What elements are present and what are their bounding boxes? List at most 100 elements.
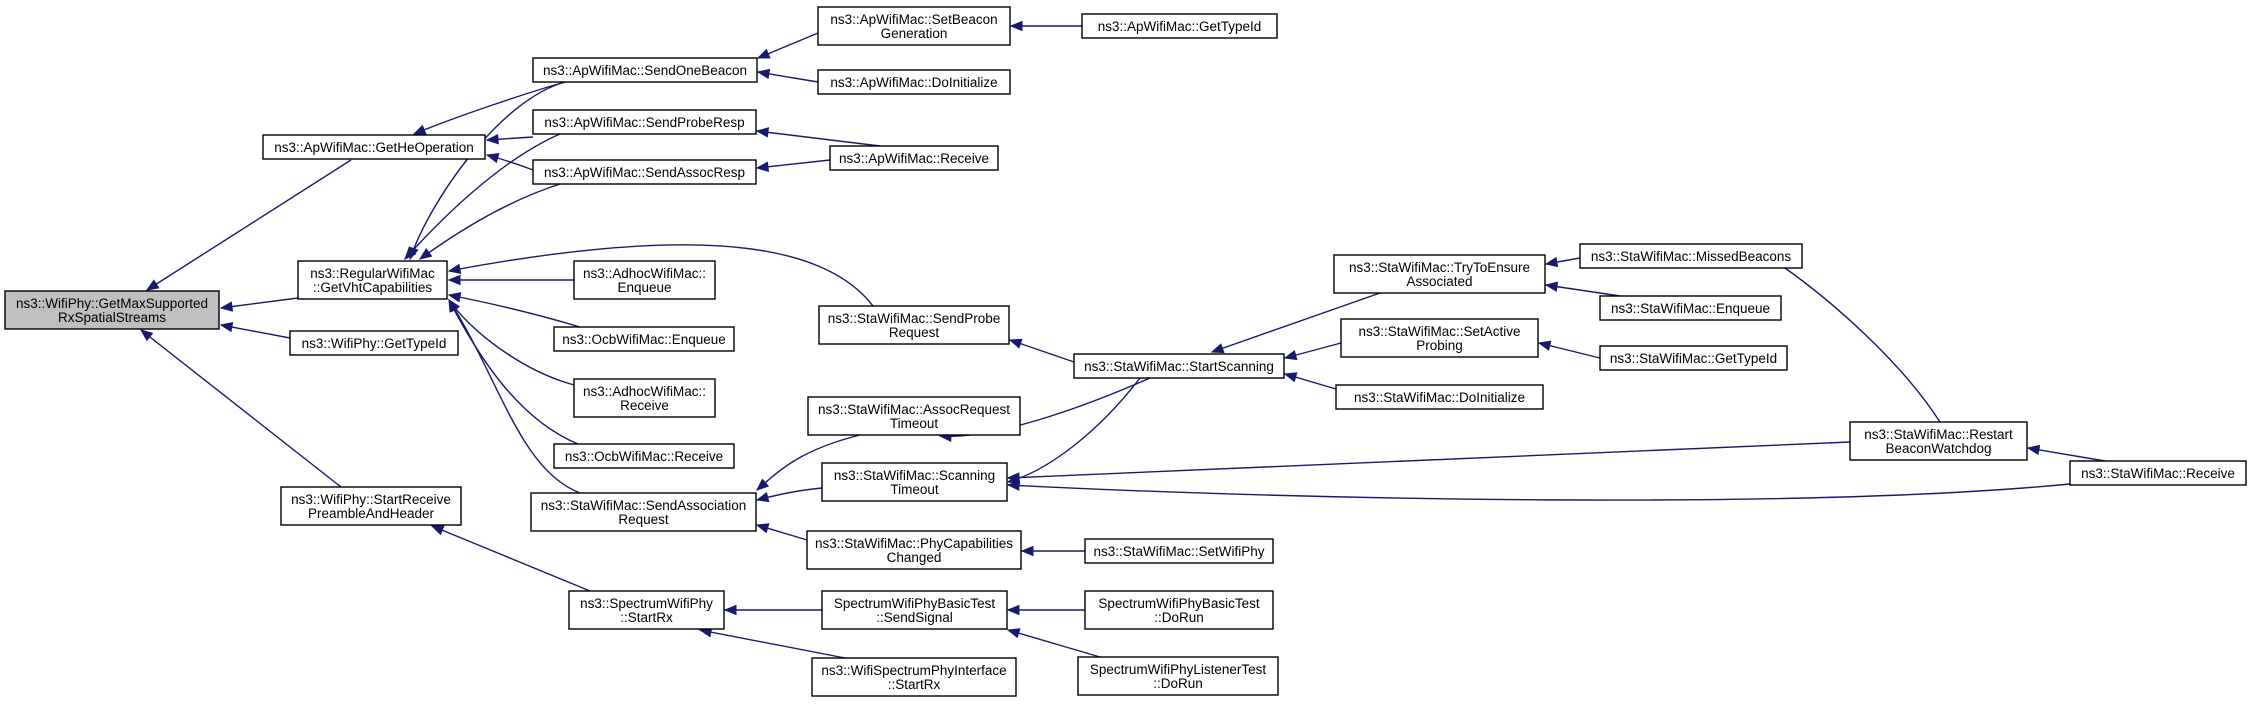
arrowhead-icon xyxy=(1006,472,1020,483)
node-box[interactable] xyxy=(1849,421,2028,461)
node-box[interactable] xyxy=(568,590,725,630)
edge-line xyxy=(448,299,579,445)
node-sta-setwifiphy[interactable]: ns3::StaWifiMac::SetWifiPhy xyxy=(1084,538,1274,564)
arrowhead-icon xyxy=(412,124,427,135)
edge-ap_sendonebeacon-to-ap_getheop xyxy=(412,81,566,135)
node-box[interactable] xyxy=(280,486,462,526)
arrowhead-icon xyxy=(1006,604,1020,616)
node-label: Changed xyxy=(887,550,942,565)
node-phy-startrx-pre[interactable]: ns3::WifiPhy::StartReceivePreambleAndHea… xyxy=(280,486,462,526)
node-box[interactable] xyxy=(1340,318,1539,358)
node-box[interactable] xyxy=(1599,295,1782,321)
node-adhoc-enqueue[interactable]: ns3::AdhocWifiMac::Enqueue xyxy=(573,260,716,300)
node-box[interactable] xyxy=(1084,590,1274,630)
node-spec-basictest-send[interactable]: SpectrumWifiPhyBasicTest::SendSignal xyxy=(821,590,1008,630)
node-label: SpectrumWifiPhyBasicTest xyxy=(834,596,996,611)
arrowhead-icon xyxy=(447,292,462,303)
node-sta-startscanning[interactable]: ns3::StaWifiMac::StartScanning xyxy=(1073,353,1285,379)
node-box[interactable] xyxy=(553,326,735,352)
node-box[interactable] xyxy=(553,443,735,469)
node-box[interactable] xyxy=(2069,460,2247,486)
node-box[interactable] xyxy=(289,330,459,356)
node-box[interactable] xyxy=(1081,13,1278,39)
node-box[interactable] xyxy=(532,109,757,135)
node-ap-receive[interactable]: ns3::ApWifiMac::Receive xyxy=(829,145,999,171)
node-wifispec-startrx[interactable]: ns3::WifiSpectrumPhyInterface::StartRx xyxy=(811,657,1017,697)
arrowhead-icon xyxy=(404,246,417,260)
node-label: ns3::StaWifiMac::Scanning xyxy=(834,468,995,483)
call-graph-nodes: ns3::WifiPhy::GetMaxSupportedRxSpatialSt… xyxy=(4,6,2247,697)
node-box[interactable] xyxy=(806,530,1022,570)
arrowhead-icon xyxy=(145,279,160,291)
node-label: ns3::ApWifiMac::SendAssocResp xyxy=(544,165,745,180)
node-box[interactable] xyxy=(1333,254,1546,294)
edge-spec_startrx-to-phy_startrx_pre xyxy=(430,525,591,592)
node-label: ns3::StaWifiMac::PhyCapabilities xyxy=(815,536,1013,551)
arrowhead-icon xyxy=(1283,372,1298,383)
node-sta-enqueue[interactable]: ns3::StaWifiMac::Enqueue xyxy=(1599,295,1782,321)
edge-line xyxy=(448,299,581,494)
node-box[interactable] xyxy=(532,159,757,185)
node-ap-gettypeid[interactable]: ns3::ApWifiMac::GetTypeId xyxy=(1081,13,1278,39)
node-box[interactable] xyxy=(1579,243,1803,269)
edge-line xyxy=(419,183,561,260)
node-box[interactable] xyxy=(1599,345,1788,371)
node-sta-doinit[interactable]: ns3::StaWifiMac::DoInitialize xyxy=(1335,384,1544,410)
node-box[interactable] xyxy=(573,378,716,418)
node-box[interactable] xyxy=(807,396,1021,436)
node-box[interactable] xyxy=(4,290,220,330)
node-box[interactable] xyxy=(1073,353,1285,379)
node-spec-listenertest-dorun[interactable]: SpectrumWifiPhyListenerTest::DoRun xyxy=(1077,656,1279,696)
node-ocb-receive[interactable]: ns3::OcbWifiMac::Receive xyxy=(553,443,735,469)
node-box[interactable] xyxy=(817,69,1011,95)
edge-line xyxy=(2027,447,2106,462)
node-box[interactable] xyxy=(818,305,1010,345)
edge-sta_setwifiphy-to-sta_phycapchanged xyxy=(1020,545,1085,557)
node-spec-startrx[interactable]: ns3::SpectrumWifiPhy::StartRx xyxy=(568,590,725,630)
node-ap-sendonebeacon[interactable]: ns3::ApWifiMac::SendOneBeacon xyxy=(532,57,758,83)
node-label: ns3::AdhocWifiMac:: xyxy=(583,266,706,281)
node-ap-sendproberesp[interactable]: ns3::ApWifiMac::SendProbeResp xyxy=(532,109,757,135)
node-box[interactable] xyxy=(297,260,448,300)
node-label: ns3::AdhocWifiMac:: xyxy=(583,384,706,399)
node-box[interactable] xyxy=(1077,656,1279,696)
node-ap-sendassocresp[interactable]: ns3::ApWifiMac::SendAssocResp xyxy=(532,159,757,185)
node-box[interactable] xyxy=(573,260,716,300)
node-box[interactable] xyxy=(817,6,1011,46)
node-sta-missedbeacons[interactable]: ns3::StaWifiMac::MissedBeacons xyxy=(1579,243,1803,269)
edge-sta_sendassocreq-to-reg_getvht xyxy=(448,298,581,494)
edge-ap_receive-to-ap_sendassocresp xyxy=(755,159,831,172)
arrowhead-icon xyxy=(2026,444,2041,456)
node-box[interactable] xyxy=(530,492,757,532)
node-label: SpectrumWifiPhyListenerTest xyxy=(1090,662,1267,677)
node-box[interactable] xyxy=(811,657,1017,697)
node-ap-getheop[interactable]: ns3::ApWifiMac::GetHeOperation xyxy=(262,134,486,160)
node-sta-gettypeid[interactable]: ns3::StaWifiMac::GetTypeId xyxy=(1599,345,1788,371)
node-sta-receive[interactable]: ns3::StaWifiMac::Receive xyxy=(2069,460,2247,486)
node-reg-getvht[interactable]: ns3::RegularWifiMac::GetVhtCapabilities xyxy=(297,260,448,300)
node-box[interactable] xyxy=(532,57,758,83)
node-ocb-enqueue[interactable]: ns3::OcbWifiMac::Enqueue xyxy=(553,326,735,352)
node-spec-basictest-dorun[interactable]: SpectrumWifiPhyBasicTest::DoRun xyxy=(1084,590,1274,630)
node-box[interactable] xyxy=(829,145,999,171)
node-box[interactable] xyxy=(821,462,1008,502)
node-root[interactable]: ns3::WifiPhy::GetMaxSupportedRxSpatialSt… xyxy=(4,290,220,330)
node-box[interactable] xyxy=(262,134,486,160)
node-ap-doinit[interactable]: ns3::ApWifiMac::DoInitialize xyxy=(817,69,1011,95)
node-box[interactable] xyxy=(1335,384,1544,410)
node-box[interactable] xyxy=(821,590,1008,630)
node-adhoc-receive[interactable]: ns3::AdhocWifiMac::Receive xyxy=(573,378,716,418)
node-box[interactable] xyxy=(1084,538,1274,564)
edge-line xyxy=(756,159,831,169)
node-phy-gettypeid[interactable]: ns3::WifiPhy::GetTypeId xyxy=(289,330,459,356)
edge-spec_basictest_dorun-to-spec_basictest_send xyxy=(1006,604,1085,616)
